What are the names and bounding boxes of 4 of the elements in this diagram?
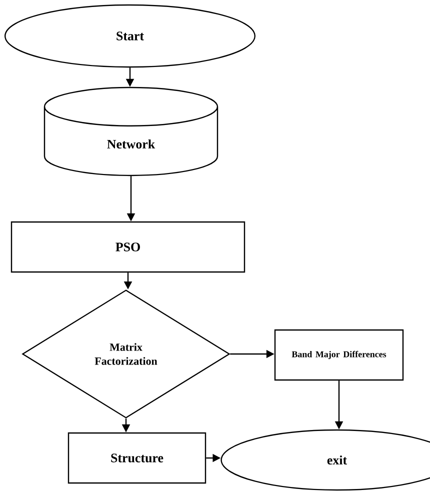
process-box: PSO (10, 221, 246, 273)
process-box: Band Major Differences (274, 329, 404, 381)
process-box: Structure (68, 432, 206, 484)
database-cylinder: Network (44, 86, 218, 176)
